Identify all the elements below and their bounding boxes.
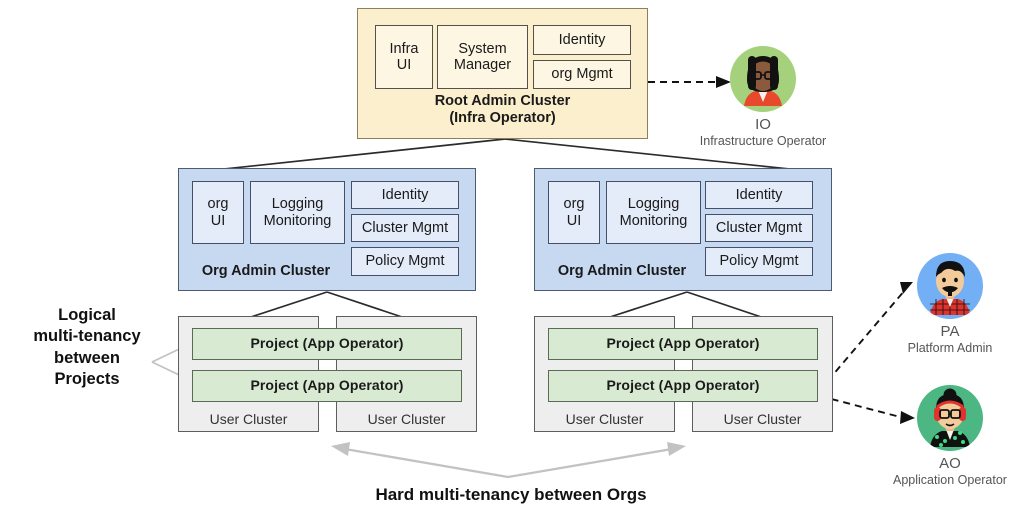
tile-label: Policy Mgmt [365, 253, 445, 270]
root-cluster-caption: Root Admin Cluster (Infra Operator) [357, 93, 648, 128]
persona-initials: PA [940, 323, 960, 340]
logical-multitenancy-note: Logical multi-tenancy between Projects [33, 306, 141, 389]
user-cluster-left-2-label: User Cluster [367, 411, 446, 427]
org-cluster-right-caption: Org Admin Cluster [557, 263, 687, 279]
tile-label: Policy Mgmt [719, 253, 799, 270]
persona-role: Application Operator [893, 473, 1007, 487]
tile-org-ui-left[interactable]: org UI [192, 181, 244, 244]
tile-identity-left[interactable]: Identity [351, 181, 459, 209]
tile-label: org UI [207, 196, 229, 229]
tile-cluster-mgmt-right[interactable]: Cluster Mgmt [705, 214, 813, 242]
tile-label: Identity [381, 186, 429, 203]
tile-policy-mgmt-left[interactable]: Policy Mgmt [351, 247, 459, 276]
tile-label: Infra UI [389, 40, 419, 73]
tile-policy-mgmt-right[interactable]: Policy Mgmt [705, 247, 813, 276]
hard-multitenancy-caption: Hard multi-tenancy between Orgs [375, 485, 647, 504]
tile-logging-monitoring-left[interactable]: Logging Monitoring [250, 181, 345, 244]
tile-infra-ui[interactable]: Infra UI [375, 25, 433, 89]
root-cluster-caption-line2: (Infra Operator) [449, 110, 556, 127]
tile-label: Cluster Mgmt [361, 219, 449, 236]
persona-initials: AO [939, 455, 961, 472]
persona-infra-operator[interactable]: IO Infrastructure Operator [698, 46, 828, 148]
project-label: Project (App Operator) [606, 335, 760, 352]
project-label: Project (App Operator) [250, 335, 404, 352]
tile-logging-monitoring-right[interactable]: Logging Monitoring [606, 181, 701, 244]
tile-label: Logging Monitoring [619, 196, 688, 229]
user-cluster-right-2-label: User Cluster [723, 411, 802, 427]
avatar-infra-operator [730, 46, 796, 112]
tile-cluster-mgmt-left[interactable]: Cluster Mgmt [351, 214, 459, 242]
tile-label: Cluster Mgmt [715, 219, 803, 236]
persona-role: Infrastructure Operator [699, 134, 827, 148]
avatar-application-operator [917, 385, 983, 451]
tile-identity[interactable]: Identity [533, 25, 631, 55]
tile-label: System Manager [453, 40, 512, 73]
avatar-platform-admin [917, 253, 983, 319]
project-right-1[interactable]: Project (App Operator) [548, 328, 818, 360]
project-right-2[interactable]: Project (App Operator) [548, 370, 818, 402]
persona-platform-admin[interactable]: PA Platform Admin [885, 253, 1015, 355]
org-cluster-left-caption: Org Admin Cluster [201, 263, 331, 279]
user-cluster-right-1-label: User Cluster [565, 411, 644, 427]
tile-org-ui-right[interactable]: org UI [548, 181, 600, 244]
tile-label: Identity [558, 31, 606, 48]
persona-role: Platform Admin [907, 341, 993, 355]
tile-label: org Mgmt [551, 66, 613, 83]
root-cluster-caption-line1: Root Admin Cluster [434, 93, 571, 109]
tile-label: Identity [735, 186, 783, 203]
project-label: Project (App Operator) [250, 377, 404, 394]
tile-label: Logging Monitoring [263, 196, 332, 229]
tile-org-mgmt[interactable]: org Mgmt [533, 60, 631, 89]
tile-system-manager[interactable]: System Manager [437, 25, 528, 89]
persona-application-operator[interactable]: AO Application Operator [885, 385, 1015, 487]
project-left-1[interactable]: Project (App Operator) [192, 328, 462, 360]
persona-initials: IO [755, 116, 771, 133]
tile-label: org UI [563, 196, 585, 229]
user-cluster-left-1-label: User Cluster [209, 411, 288, 427]
tile-identity-right[interactable]: Identity [705, 181, 813, 209]
project-label: Project (App Operator) [606, 377, 760, 394]
project-left-2[interactable]: Project (App Operator) [192, 370, 462, 402]
